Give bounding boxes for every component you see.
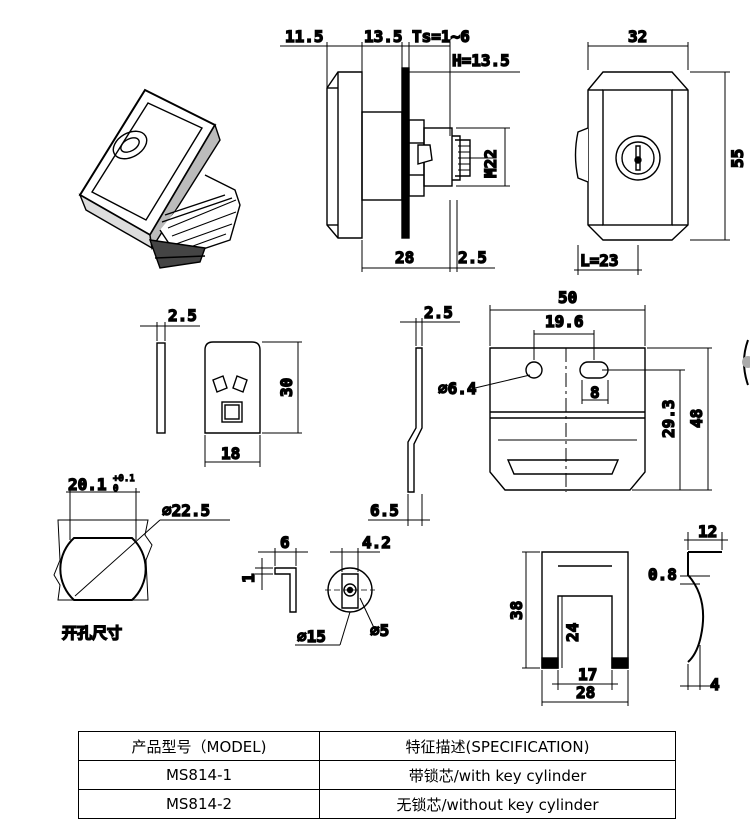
- cam-plate-dimensions: [140, 322, 302, 467]
- dim-2-5-side: 2.5: [458, 248, 487, 267]
- dim-clip-height: 38: [507, 601, 526, 620]
- table-cell-model: MS814-1: [78, 760, 320, 790]
- u-clip-front: [541, 551, 629, 669]
- table-header-row: 产品型号（MODEL) 特征描述(SPECIFICATION): [78, 731, 676, 761]
- dim-32: 32: [628, 27, 647, 46]
- dim-cam-width: 18: [221, 444, 240, 463]
- dim-cam-height: 30: [277, 378, 296, 397]
- u-clip-side: [687, 551, 722, 663]
- table-row: MS814-2 无锁芯/without key cylinder: [78, 789, 676, 819]
- dim-bracket-thick: 2.5: [424, 303, 453, 322]
- dim-bracket-offset: 6.5: [370, 501, 399, 520]
- cam-plate-edge: [156, 342, 166, 434]
- dim-thread: M22: [481, 149, 500, 178]
- bracket-side-dimensions: [368, 318, 460, 526]
- dim-spacer-inner: ⌀5: [370, 621, 389, 640]
- small-l-bracket: [274, 567, 297, 613]
- spacer-washer: [325, 567, 375, 613]
- dim-55: 55: [728, 149, 747, 168]
- spec-table: 产品型号（MODEL) 特征描述(SPECIFICATION) MS814-1 …: [78, 731, 676, 819]
- dim-ts: Ts=1~6: [412, 27, 470, 46]
- partial-object-edge: [742, 339, 750, 386]
- small-bracket-dimensions: [255, 548, 308, 590]
- dim-cutout-tol-up: +0.1: [113, 474, 135, 484]
- dim-28-side: 28: [395, 248, 414, 267]
- dim-hole-spacing: 19.6: [545, 312, 584, 331]
- table-cell-spec: 无锁芯/without key cylinder: [319, 789, 676, 819]
- bracket-side: [407, 347, 423, 493]
- dim-cam-thick: 2.5: [168, 306, 197, 325]
- isometric-lock-view: [78, 88, 241, 269]
- dim-small-width: 6: [280, 533, 290, 552]
- dim-slot: 8: [590, 383, 600, 402]
- dim-spacer-top: 4.2: [362, 533, 391, 552]
- side-view-dimensions: [280, 42, 520, 272]
- dim-small-thick: 1: [239, 573, 258, 583]
- dim-l: L=23: [580, 251, 619, 270]
- side-view: [326, 67, 495, 239]
- dim-clip-slot: 17: [578, 665, 597, 684]
- table-header-spec: 特征描述(SPECIFICATION): [319, 731, 676, 761]
- dim-13-5: 13.5: [364, 27, 403, 46]
- bracket-front-dimensions: [474, 305, 712, 491]
- dim-11-5: 11.5: [285, 27, 324, 46]
- dim-clip-width: 28: [576, 683, 595, 702]
- dim-bracket-height: 48: [687, 409, 706, 428]
- spacer-dimensions: [295, 548, 380, 646]
- panel-cutout: [53, 519, 153, 601]
- table-cell-model: MS814-2: [78, 789, 320, 819]
- dim-h: H=13.5: [452, 51, 510, 70]
- dim-spacer-outer: ⌀15: [297, 627, 326, 646]
- cutout-dimensions: [66, 488, 230, 597]
- dim-hole-height: 29.3: [659, 399, 678, 438]
- table-header-model: 产品型号（MODEL): [78, 731, 320, 761]
- dim-clip-thick: 0.8: [648, 565, 677, 584]
- dim-bracket-width: 50: [558, 288, 577, 307]
- cam-plate-face: [204, 341, 261, 434]
- cutout-caption: 开孔尺寸: [62, 624, 122, 642]
- dim-clip-foot: 4: [710, 675, 720, 694]
- table-cell-spec: 带锁芯/with key cylinder: [319, 760, 676, 790]
- front-view: [574, 71, 689, 241]
- bracket-front: [489, 347, 646, 492]
- dim-clip-top: 12: [698, 522, 717, 541]
- dim-cutout-flat: 20.1: [68, 475, 107, 494]
- dim-hole-dia: ⌀6.4: [438, 379, 477, 398]
- dim-cutout-tol-down: 0: [113, 484, 118, 494]
- front-view-dimensions: [574, 42, 730, 275]
- u-clip-dimensions: [522, 532, 728, 706]
- dim-clip-inner: 24: [563, 623, 582, 642]
- dim-cutout-dia: ⌀22.5: [162, 501, 210, 520]
- table-row: MS814-1 带锁芯/with key cylinder: [78, 760, 676, 790]
